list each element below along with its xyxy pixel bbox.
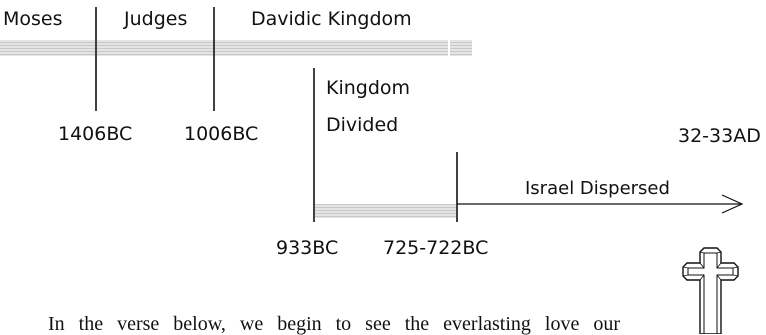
kingdom-label: Kingdom: [326, 77, 411, 99]
period-davidic-kingdom: Davidic Kingdom: [251, 8, 412, 30]
date-933bc: 933BC: [276, 237, 339, 259]
arrowhead-icon: [721, 194, 744, 214]
body-paragraph: In the verse below, we begin to see the …: [48, 313, 620, 335]
date-32-33ad: 32-33AD: [678, 125, 761, 147]
date-725-722bc: 725-722BC: [383, 237, 489, 259]
date-1406bc: 1406BC: [58, 123, 133, 145]
period-moses: Moses: [3, 8, 63, 30]
cross-icon: [682, 247, 739, 334]
period-judges: Judges: [124, 8, 188, 30]
top-timeline-band: [0, 40, 472, 56]
divided-label: Divided: [326, 114, 399, 136]
israel-dispersed-label: Israel Dispersed: [525, 178, 670, 199]
date-1006bc: 1006BC: [184, 123, 259, 145]
lower-timeline-band: [315, 204, 456, 218]
